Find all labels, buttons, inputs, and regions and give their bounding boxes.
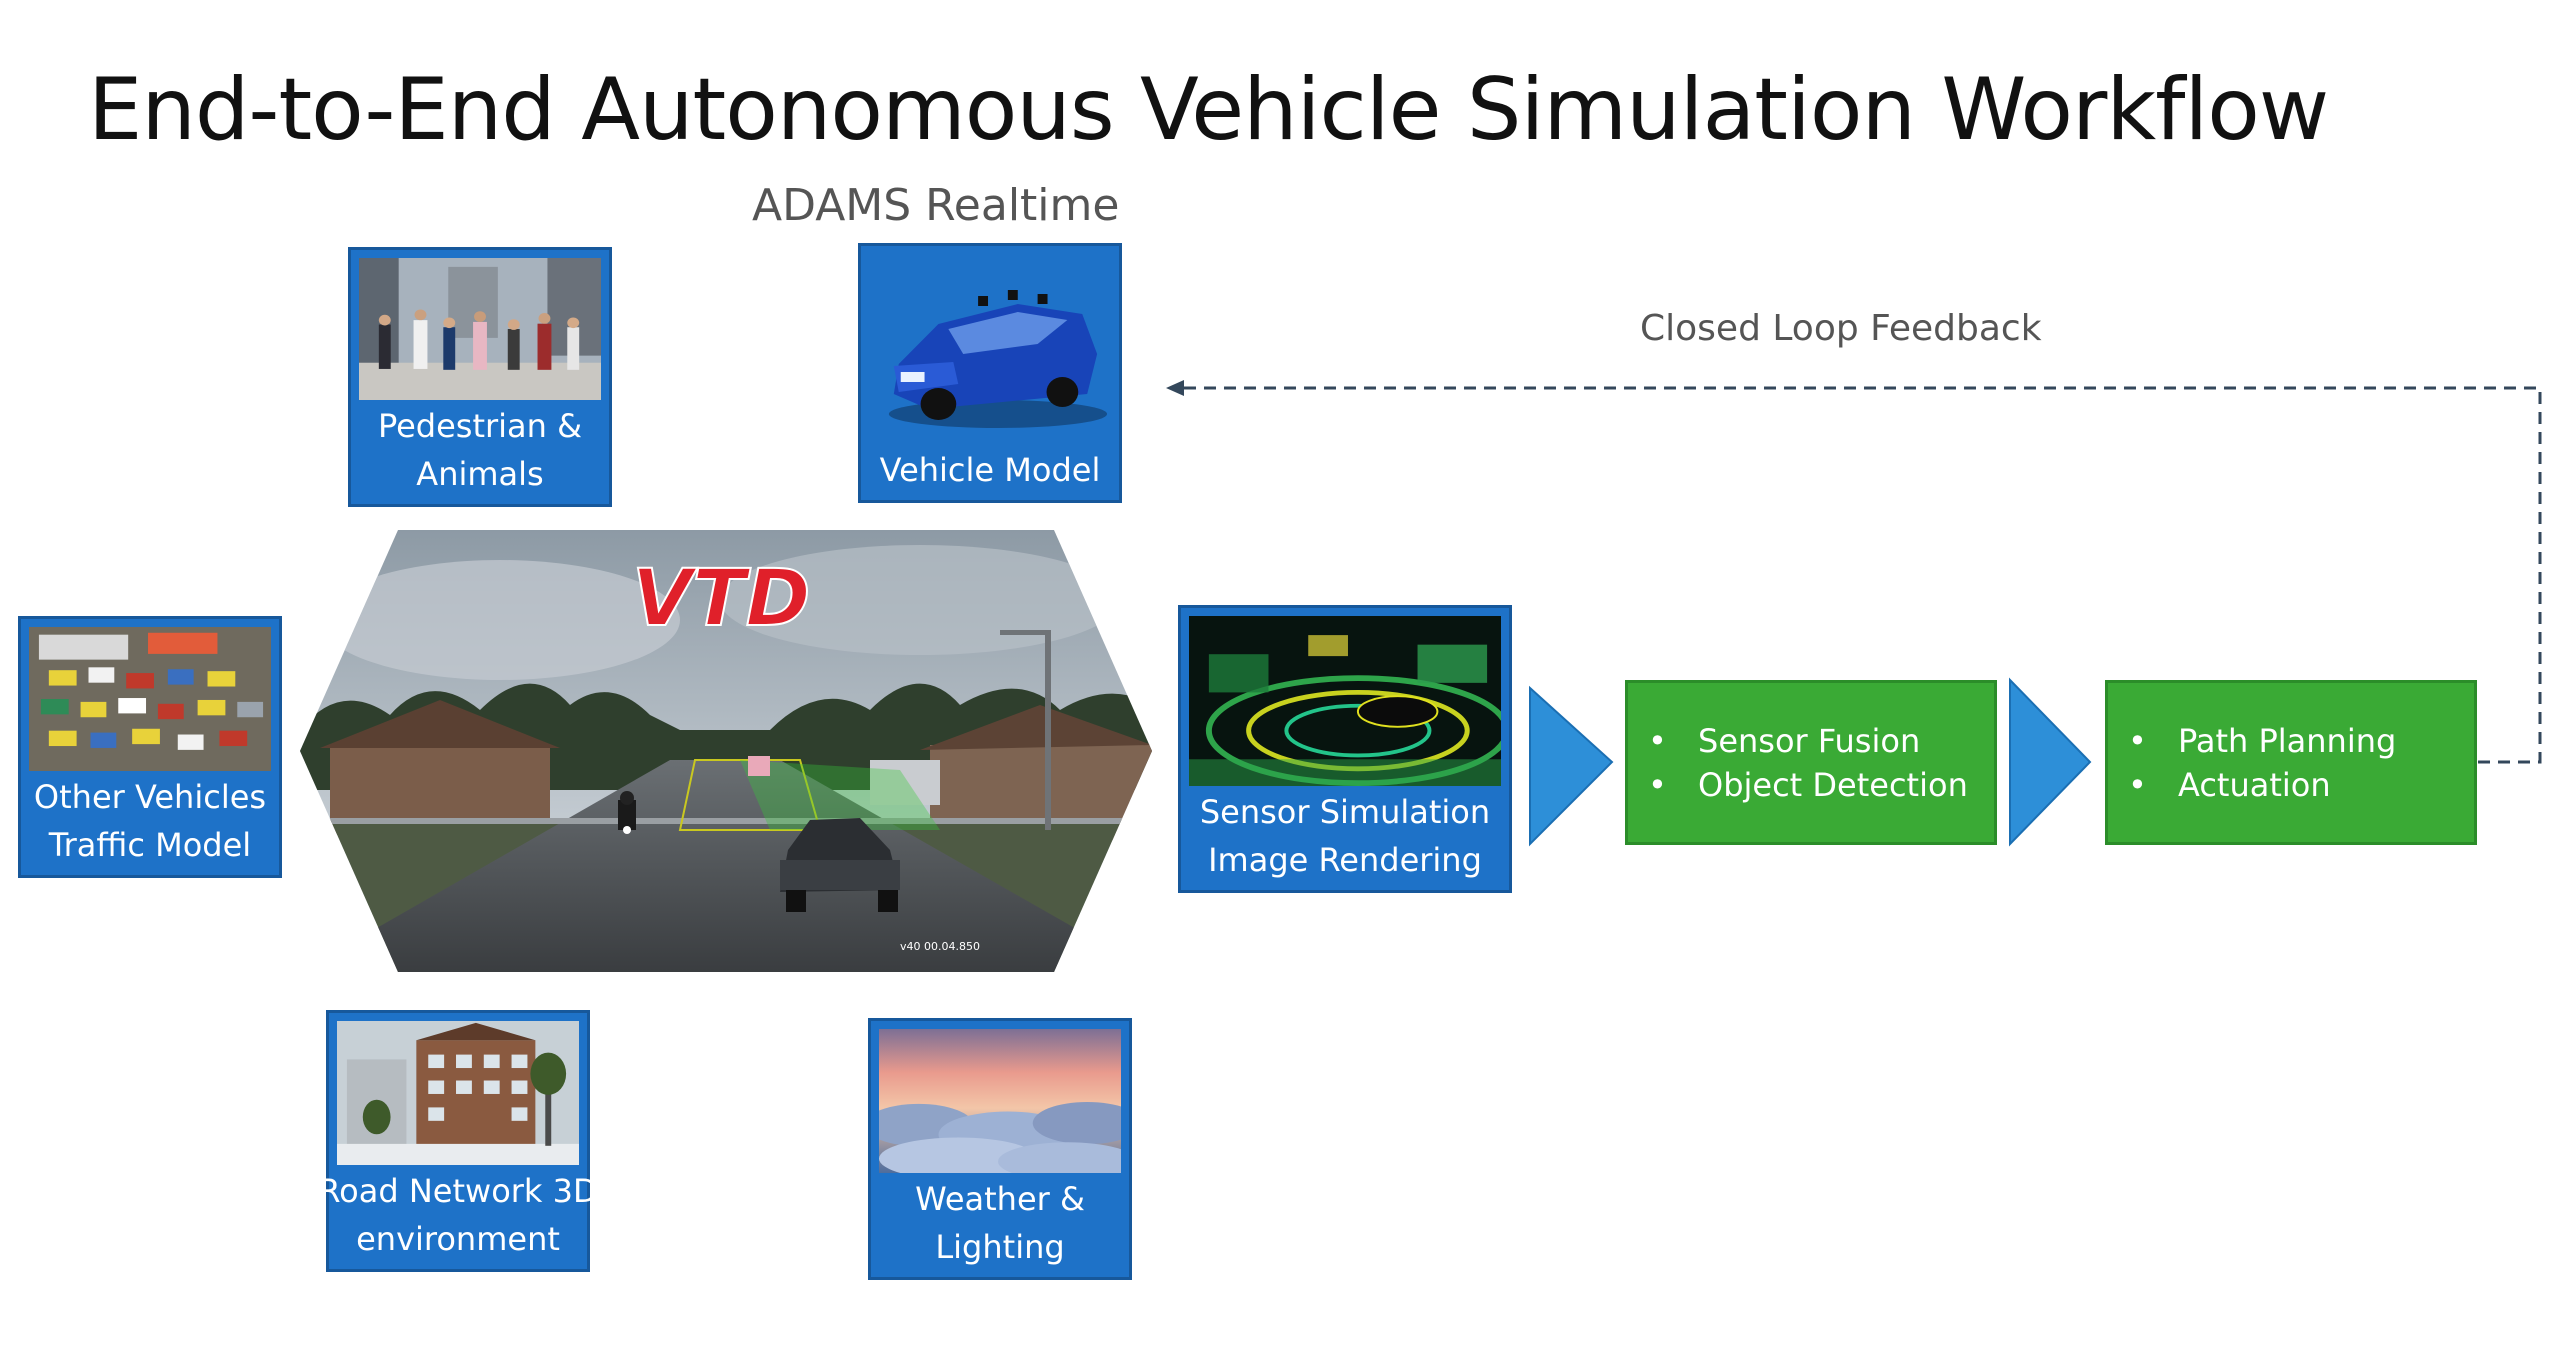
flow-arrow-1: [1529, 685, 1614, 847]
other-vehicles-label-line2: Traffic Model: [48, 826, 252, 864]
bullet-icon: •: [1648, 722, 1667, 760]
road-network-image: [337, 1021, 579, 1165]
fusion-detection-box: • Sensor Fusion • Object Detection: [1625, 680, 1997, 845]
pedestrian-label-line2: Animals: [416, 455, 544, 493]
step-item: • Object Detection: [1648, 763, 1994, 807]
pedestrian-image: [359, 258, 601, 400]
vehicle-model-card: Vehicle Model: [858, 243, 1122, 503]
weather-lighting-label-line2: Lighting: [935, 1228, 1065, 1266]
bullet-icon: •: [2128, 722, 2147, 760]
bullet-icon: •: [1648, 766, 1667, 804]
weather-lighting-image: [879, 1029, 1121, 1173]
flow-arrow-2: [2009, 677, 2092, 847]
step-item: • Sensor Fusion: [1648, 719, 1994, 763]
scene-version-text: v40 00.04.850: [900, 940, 980, 953]
step-item-text: Object Detection: [1698, 766, 1968, 804]
planning-actuation-box: • Path Planning • Actuation: [2105, 680, 2477, 845]
weather-lighting-label-line1: Weather &: [915, 1180, 1085, 1218]
simulator-subtitle: ADAMS Realtime: [752, 180, 1120, 231]
other-vehicles-image: [29, 627, 271, 771]
road-network-label-line1: Road Network 3D: [318, 1172, 598, 1210]
vtd-scene: VTD v40 00.04.850: [300, 530, 1152, 972]
pedestrian-label-line1: Pedestrian &: [377, 407, 583, 445]
sensor-simulation-card: Sensor Simulation Image Rendering: [1178, 605, 1512, 893]
weather-lighting-card: Weather & Lighting: [868, 1018, 1132, 1280]
other-vehicles-card: Other Vehicles Traffic Model: [18, 616, 282, 878]
sensor-simulation-label-line1: Sensor Simulation: [1199, 793, 1491, 831]
feedback-arrowhead: [1166, 380, 1184, 396]
step-item-text: Actuation: [2178, 766, 2331, 804]
bullet-icon: •: [2128, 766, 2147, 804]
pedestrian-card: Pedestrian & Animals: [348, 247, 612, 507]
other-vehicles-label-line1: Other Vehicles: [33, 778, 267, 816]
road-network-label-line2: environment: [356, 1220, 560, 1258]
vehicle-model-label: Vehicle Model: [879, 451, 1101, 489]
step-item-text: Sensor Fusion: [1698, 722, 1921, 760]
step-item: • Path Planning: [2128, 719, 2474, 763]
feedback-label: Closed Loop Feedback: [1640, 308, 2042, 349]
step-item: • Actuation: [2128, 763, 2474, 807]
feedback-loop-line: [1180, 386, 2542, 764]
diagram-title: End-to-End Autonomous Vehicle Simulation…: [88, 60, 2329, 160]
vtd-logo: VTD: [632, 554, 810, 644]
sensor-simulation-label-line2: Image Rendering: [1208, 841, 1482, 879]
vehicle-model-image: [869, 254, 1111, 444]
step-item-text: Path Planning: [2178, 722, 2397, 760]
road-network-card: Road Network 3D environment: [318, 1010, 598, 1272]
sensor-simulation-image: [1189, 616, 1501, 786]
